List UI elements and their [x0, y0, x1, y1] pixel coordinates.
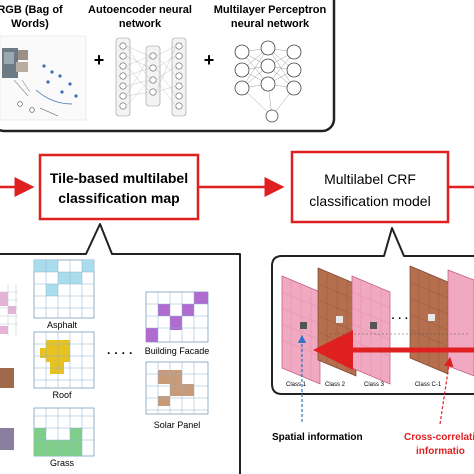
- crf-layer-class-c-minus-1: [409, 265, 449, 375]
- crf-layer-class-1: [281, 275, 321, 385]
- class-label-1: Class 1: [286, 382, 307, 388]
- solar-panel-grid: [145, 361, 209, 415]
- plus-sign-1: +: [94, 50, 105, 70]
- crf-layer-class-c-partial: [447, 269, 474, 377]
- cross-correlation-label-line2: informatio: [416, 446, 465, 457]
- building-facade-grid: [145, 291, 209, 343]
- tile-map-box: Tile-based multilabel classification map: [38, 153, 200, 221]
- asphalt-grid: [33, 259, 95, 319]
- tile-map-title-line2: classification map: [58, 190, 179, 206]
- roof-grid: [33, 331, 95, 389]
- label-grass: Grass: [50, 458, 75, 468]
- crf-model-title-line2: classification model: [309, 193, 430, 209]
- tile-map-title-line1: Tile-based multilabel: [50, 170, 188, 186]
- crf-layer-class-2: [317, 267, 357, 377]
- crf-layer-class-3: [351, 275, 391, 385]
- autoencoder-title-line2: network: [119, 18, 162, 30]
- plus-sign-2: +: [204, 50, 215, 70]
- autoencoder-figure: [115, 37, 187, 117]
- mlp-figure: [234, 40, 302, 123]
- autoencoder-title-line1: Autoencoder neural: [88, 4, 192, 16]
- class-label-2: Class 2: [325, 382, 346, 388]
- rgb-title-line2: Words): [11, 18, 49, 30]
- label-solar-panel: Solar Panel: [154, 420, 201, 430]
- cross-info-arrow: [439, 356, 454, 425]
- bag-of-words-figure: [0, 35, 87, 121]
- label-roof: Roof: [52, 390, 72, 400]
- spatial-information-label: Spatial information: [272, 432, 363, 443]
- class-label-c-minus-1: Class C-1: [415, 382, 442, 388]
- mlp-title-line1: Multilayer Perceptron: [214, 4, 327, 16]
- crf-layers-ellipsis: · · ·: [391, 313, 408, 325]
- grass-grid: [33, 407, 95, 457]
- crf-model-title-line1: Multilabel CRF: [324, 171, 416, 187]
- tile-map-ellipsis: · · · ·: [107, 346, 133, 360]
- tile-grid-left-partial: [0, 284, 18, 450]
- mlp-title-line2: neural network: [231, 18, 310, 30]
- class-label-3: Class 3: [364, 382, 385, 388]
- crf-model-box: Multilabel CRF classification model: [290, 150, 450, 224]
- rgb-title-line1: RGB (Bag of: [0, 4, 63, 16]
- cross-correlation-label-line1: Cross-correlatio: [404, 432, 474, 443]
- label-asphalt: Asphalt: [47, 320, 78, 330]
- label-building-facade: Building Facade: [145, 346, 210, 356]
